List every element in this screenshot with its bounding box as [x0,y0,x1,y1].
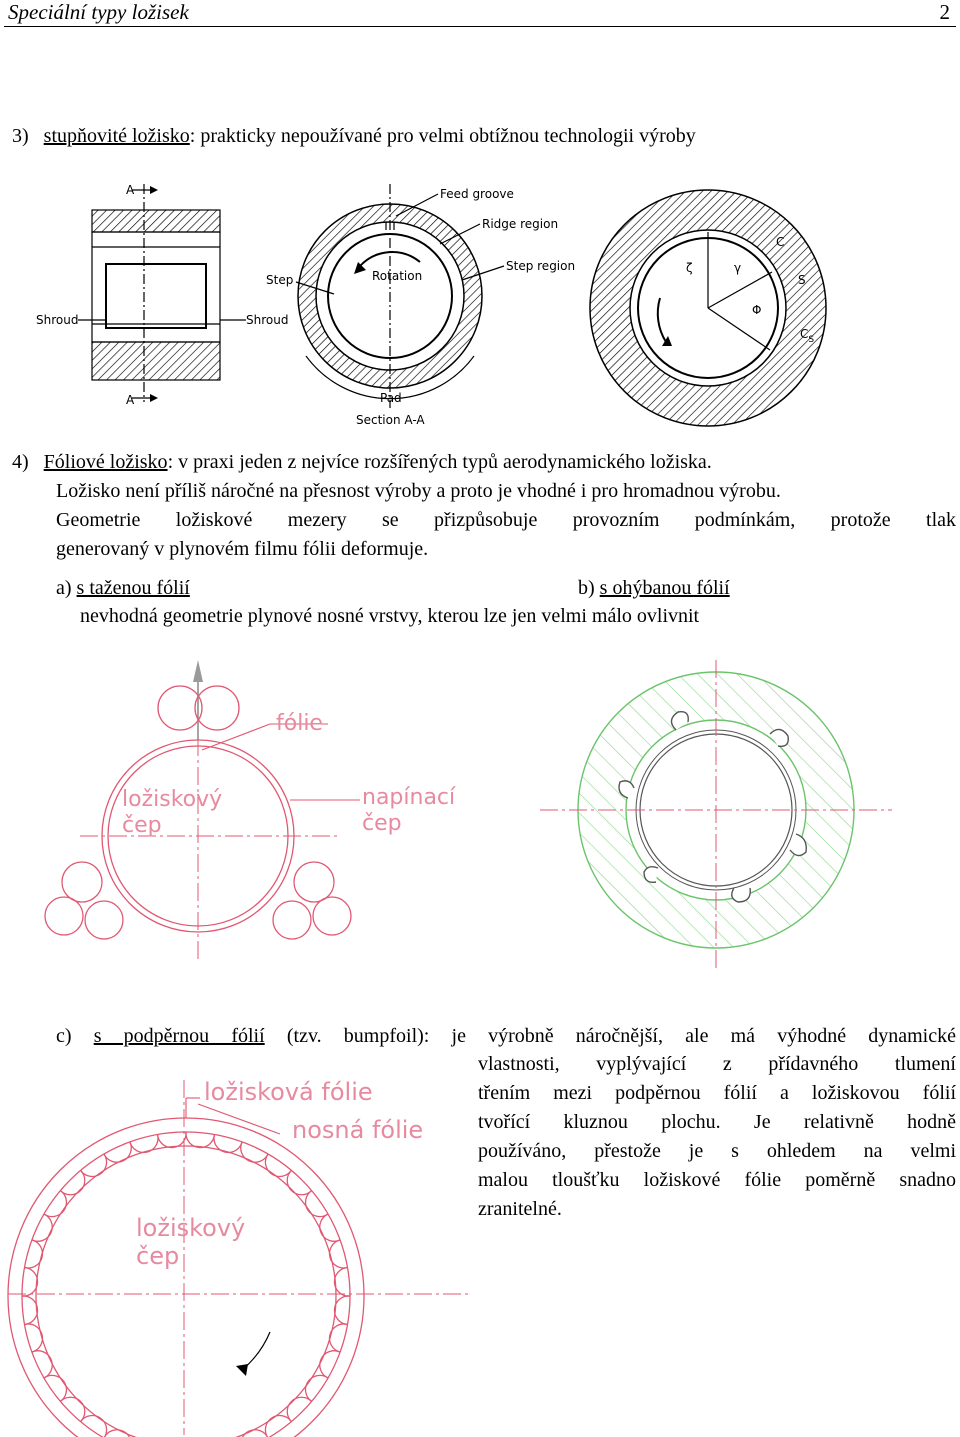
bump [304,1190,329,1218]
section-c-line-4: tvořící kluznou plochu. Je relativně hod… [478,1111,956,1133]
variant-b: b) s ohýbanou fólií [578,577,730,599]
bump-foil-bumps [21,1131,351,1437]
section-4-line-1-rest: : v praxi jeden z nejvíce rozšířených ty… [167,451,712,473]
section-c-line-2: vlastnosti, vyplývající z přídavného tlu… [478,1053,956,1075]
section-4-line-2: Ložisko není příliš náročné na přesnost … [56,480,781,502]
section-3-term: stupňovité ložisko [43,125,190,147]
variants-note: nevhodná geometrie plynové nosné vrstvy,… [80,605,700,627]
bump [103,1141,132,1163]
bump [80,1414,108,1437]
label-phi: Φ [752,303,761,317]
page-number: 2 [939,0,951,24]
bump [328,1239,348,1269]
bump [21,1295,39,1326]
bump [43,1190,68,1218]
bump [264,1414,292,1437]
bump [31,1213,53,1242]
bump [21,1266,39,1297]
document-title: Speciální typy ložisek [8,0,189,24]
label-a-bottom: A [126,393,135,407]
label-pad: Pad [380,391,402,405]
bump [185,1131,216,1149]
section-4-line-4: generovaný v plynovém filmu fólii deform… [56,538,429,560]
label-loziskovy-cep-c-line2: čep [136,1242,179,1270]
step-bearing-figure: A A Shroud Shroud Rotation Step Feed gro… [36,183,827,427]
section-c-line-1: c) s podpěrnou fólií (tzv. bumpfoil): je… [56,1025,956,1047]
label-a-top: A [126,183,135,197]
bump [213,1134,243,1154]
bump [80,1153,108,1178]
label-feed-groove: Feed groove [440,187,514,201]
label-ridge-region: Ridge region [482,217,558,231]
foil-bearing-figures: fólie ložiskový čep napínací čep [44,660,892,968]
bump [304,1374,329,1402]
label-shroud-right: Shroud [246,313,288,327]
bump [241,1429,269,1437]
label-napinaci-cep-line1: napínací [362,785,456,810]
label-folie: fólie [276,711,323,736]
section-4-term: Fóliové ložisko [43,451,168,473]
label-shroud-left: Shroud [36,313,78,327]
bump [240,1141,269,1163]
section-4-line-3: Geometrie ložiskové mezery se přizpůsobu… [56,509,956,531]
bump [59,1396,86,1423]
section-c-paragraph: vlastnosti, vyplývající z přídavného tlu… [478,1050,956,1224]
section-3-rest: : prakticky nepoužívané pro velmi obtížn… [189,125,696,147]
variant-a-term: s taženou fólií [76,577,190,599]
label-c: C [776,235,784,249]
section-c-line-7: zranitelné. [478,1198,562,1220]
label-nosna-folie: nosná fólie [292,1116,423,1144]
bump [24,1239,44,1269]
bump [31,1350,53,1379]
page-header: Speciální typy ložisek 2 [0,0,960,28]
section-a-a-view: Rotation Step Feed groove Ridge region S… [266,184,575,427]
bump [59,1169,86,1196]
section-3-text: 3) stupňovité ložisko: prakticky nepouží… [12,122,696,151]
section-4-number: 4) [12,451,29,473]
label-loziskovy-cep-a-line1: ložiskový [122,787,222,812]
label-loziskovy-cep-c-line1: ložiskový [136,1214,245,1242]
label-gamma: γ [734,261,741,275]
bump [319,1213,341,1242]
label-loziskovy-cep-a-line2: čep [122,813,162,838]
section-3-number: 3) [12,125,29,147]
header-rule [4,26,956,27]
bump [286,1396,313,1423]
bump [333,1295,351,1326]
label-step: Step [266,273,293,287]
label-step-region: Step region [506,259,575,273]
section-c-line-6: malou tloušťku ložiskové fólie poměrně s… [478,1169,956,1191]
label-napinaci-cep-line2: čep [362,811,402,836]
step-geometry-view: ζ γ Φ C S CS [589,189,827,427]
section-c-line-5: používáno, přestože je s ohledem na velm… [478,1140,956,1162]
bump-foil-figure: ložisková fólie nosná fólie ložiskový če… [7,1078,470,1437]
bump [286,1169,313,1196]
section-c-term: s podpěrnou fólií [93,1025,265,1047]
bump [319,1350,341,1379]
label-section-a-a: Section A-A [356,413,425,427]
section-c-line-3: třením mezi podpěrnou fólií a ložiskovou… [478,1082,956,1104]
section-4-line-1: 4) Fóliové ložisko: v praxi jeden z nejv… [12,448,956,477]
bump [103,1429,131,1437]
section-c-line-1-rest: (tzv. bumpfoil): je výrobně náročnější, … [264,1025,956,1047]
label-cs: CS [800,327,814,345]
label-loziskova-folie: ložisková fólie [204,1078,373,1106]
bump [328,1323,348,1353]
bump [129,1134,159,1154]
variant-b-term: s ohýbanou fólií [599,577,730,599]
bent-foil-drawing [540,660,892,968]
bump [333,1266,351,1297]
bump [24,1323,44,1353]
axial-section-view: A A Shroud Shroud [36,183,288,407]
label-rotation: Rotation [372,269,422,283]
label-s: S [798,273,806,287]
tensioned-foil-drawing: fólie ložiskový čep napínací čep [44,660,456,960]
bump [43,1374,68,1402]
bump [264,1153,292,1178]
label-zeta: ζ [686,261,693,275]
bump [156,1131,187,1149]
variant-a: a) s taženou fólií [56,577,190,599]
